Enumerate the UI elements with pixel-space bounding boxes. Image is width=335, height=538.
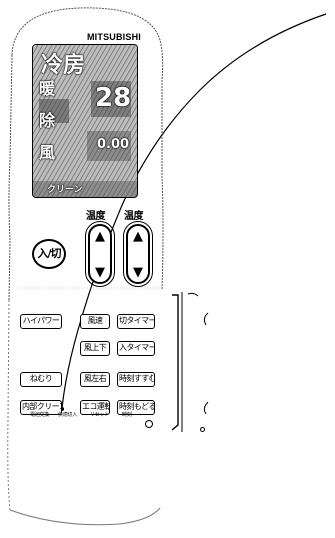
swing-horizontal-button[interactable]: 風左右	[80, 372, 110, 387]
temp-rocker-right[interactable]: ▲ ▼	[126, 224, 150, 284]
reset-pinhole-button[interactable]	[145, 420, 153, 428]
lcd-mode-dry: 除	[39, 111, 56, 130]
lcd-display: 冷房 暖 28 除 0.00 風 クリーン	[32, 44, 138, 198]
temp-rocker-right-bezel	[123, 221, 153, 287]
temp-up-icon[interactable]: ▲	[133, 229, 143, 244]
sub-label-comfort: 快適切入	[58, 412, 77, 418]
lcd-time: 0.00	[97, 137, 130, 152]
temp-down-icon[interactable]: ▼	[133, 265, 143, 280]
time-advance-button[interactable]: 時刻すすむ	[117, 372, 155, 387]
sleep-button[interactable]: ねむり	[20, 372, 62, 387]
lcd-temperature: 28	[95, 83, 132, 113]
time-back-button[interactable]: 時刻もどる	[117, 400, 155, 415]
temp-rocker-left[interactable]: ▲ ▼	[88, 224, 112, 284]
temp-down-icon[interactable]: ▼	[95, 265, 105, 280]
lcd-mode-fan: 風	[39, 143, 56, 162]
sub-label-clock: 時刻	[122, 412, 132, 418]
fan-speed-button[interactable]: 風速	[80, 314, 110, 329]
off-timer-button[interactable]: 切タイマー	[117, 314, 155, 329]
temp-up-icon[interactable]: ▲	[95, 229, 105, 244]
lcd-background-pattern	[33, 45, 137, 197]
sub-label-battery: 電池交換	[30, 412, 49, 418]
eco-mode-button[interactable]: エコ運転	[80, 400, 110, 415]
power-button[interactable]: 入/切	[32, 239, 66, 269]
lcd-mode-cool: 冷房	[41, 53, 86, 78]
swing-vertical-button[interactable]: 風上下	[80, 341, 110, 356]
temp-rocker-left-bezel	[85, 221, 115, 287]
internal-clean-button[interactable]: 内部クリーン	[20, 400, 62, 415]
sub-label-reset: リセット	[90, 412, 109, 418]
lcd-clean-indicator: クリーン	[47, 185, 83, 195]
temp-label-left: 温度	[86, 211, 106, 222]
lcd-mode-heat: 暖	[39, 79, 56, 98]
brand-logo: MITSUBISHI	[86, 32, 141, 42]
temp-label-right: 温度	[124, 211, 144, 222]
high-power-button[interactable]: ハイパワー	[20, 314, 62, 329]
on-timer-button[interactable]: 入タイマー	[117, 341, 155, 356]
lid-hinge-dot	[200, 427, 205, 432]
